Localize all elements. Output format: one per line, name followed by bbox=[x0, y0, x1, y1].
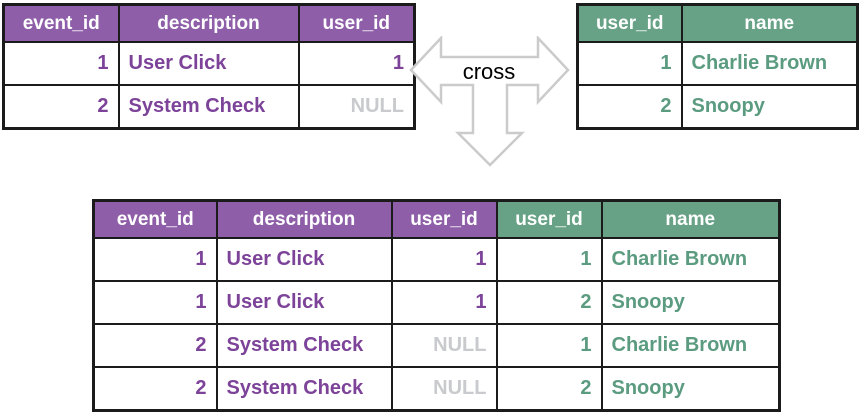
cell-description: System Check bbox=[215, 323, 393, 368]
table-row: 1 User Click 1 1 Charlie Brown bbox=[92, 237, 781, 282]
cell-user-id: 1 bbox=[297, 41, 416, 86]
cell-user-id-right: 1 bbox=[495, 323, 603, 368]
cell-user-id-left-null: NULL bbox=[390, 323, 498, 368]
users-table: user_id name 1 Charlie Brown 2 Snoopy bbox=[576, 3, 859, 130]
cell-user-id-right: 1 bbox=[495, 237, 603, 282]
cell-event-id: 2 bbox=[92, 323, 218, 368]
cell-user-id-right: 2 bbox=[495, 280, 603, 325]
cell-description: System Check bbox=[215, 366, 393, 412]
table-row: 2 System Check NULL bbox=[2, 84, 416, 130]
events-table-header: event_id description user_id bbox=[2, 3, 416, 43]
column-header-user-id: user_id bbox=[297, 3, 416, 43]
table-row: 1 User Click 1 bbox=[2, 41, 416, 86]
cell-name: Charlie Brown bbox=[600, 237, 781, 282]
cell-user-id-right: 2 bbox=[495, 366, 603, 412]
column-header-event-id: event_id bbox=[92, 199, 218, 239]
cell-user-id-left: 1 bbox=[390, 280, 498, 325]
cell-description: User Click bbox=[117, 41, 300, 86]
cell-name: Charlie Brown bbox=[600, 323, 781, 368]
column-header-event-id: event_id bbox=[2, 3, 120, 43]
cell-user-id-left: 1 bbox=[390, 237, 498, 282]
cell-name: Snoopy bbox=[600, 366, 781, 412]
join-type-label: cross bbox=[463, 59, 516, 84]
column-header-user-id-right: user_id bbox=[495, 199, 603, 239]
cell-user-id-left-null: NULL bbox=[390, 366, 498, 412]
cell-name: Snoopy bbox=[680, 84, 859, 130]
cell-name: Snoopy bbox=[600, 280, 781, 325]
header-row: event_id description user_id bbox=[2, 3, 416, 43]
column-header-user-id-left: user_id bbox=[390, 199, 498, 239]
arrow-shape bbox=[409, 36, 570, 167]
cell-event-id: 1 bbox=[92, 280, 218, 325]
cell-event-id: 1 bbox=[92, 237, 218, 282]
column-header-name: name bbox=[600, 199, 781, 239]
column-header-description: description bbox=[215, 199, 393, 239]
column-header-user-id: user_id bbox=[576, 3, 683, 43]
cell-description: User Click bbox=[215, 237, 393, 282]
header-row: event_id description user_id user_id nam… bbox=[92, 199, 781, 239]
cell-user-id: 2 bbox=[576, 84, 683, 130]
header-row: user_id name bbox=[576, 3, 859, 43]
table-row: 1 Charlie Brown bbox=[576, 41, 859, 86]
cell-user-id-null: NULL bbox=[297, 84, 416, 130]
table-row: 2 Snoopy bbox=[576, 84, 859, 130]
table-row: 2 System Check NULL 1 Charlie Brown bbox=[92, 323, 781, 368]
result-table: event_id description user_id user_id nam… bbox=[92, 199, 781, 412]
result-table-header: event_id description user_id user_id nam… bbox=[92, 199, 781, 239]
cell-event-id: 2 bbox=[92, 366, 218, 412]
users-table-header: user_id name bbox=[576, 3, 859, 43]
events-table: event_id description user_id 1 User Clic… bbox=[2, 3, 416, 130]
cell-description: System Check bbox=[117, 84, 300, 130]
table-row: 2 System Check NULL 2 Snoopy bbox=[92, 366, 781, 412]
cell-name: Charlie Brown bbox=[680, 41, 859, 86]
cell-user-id: 1 bbox=[576, 41, 683, 86]
table-row: 1 User Click 1 2 Snoopy bbox=[92, 280, 781, 325]
cross-join-arrow-icon: cross bbox=[409, 36, 570, 167]
column-header-description: description bbox=[117, 3, 300, 43]
cell-event-id: 1 bbox=[2, 41, 120, 86]
cell-description: User Click bbox=[215, 280, 393, 325]
cell-event-id: 2 bbox=[2, 84, 120, 130]
column-header-name: name bbox=[680, 3, 859, 43]
